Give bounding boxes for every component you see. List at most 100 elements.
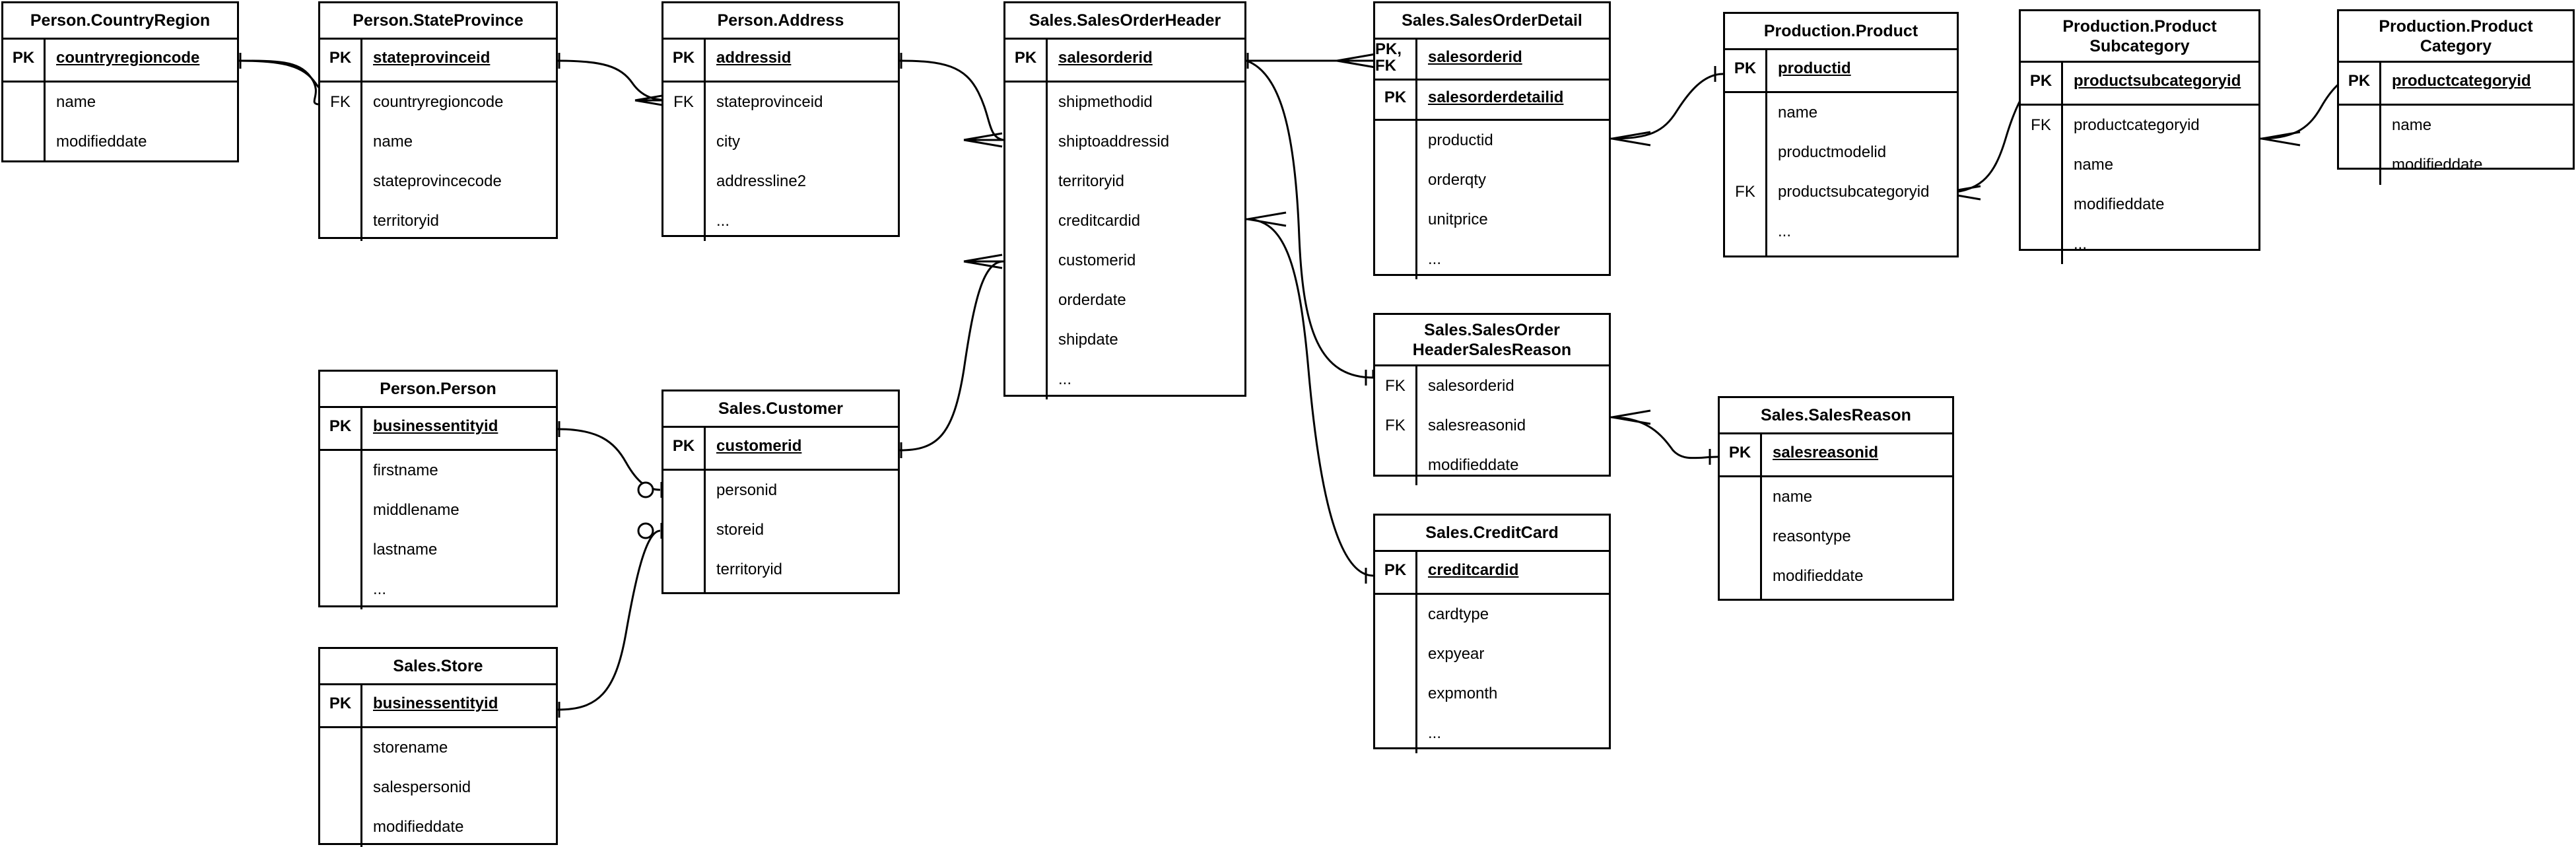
edge-salesorderdetail-product xyxy=(1610,66,1724,147)
key-label-pk: PK xyxy=(1384,561,1407,579)
field-row: name xyxy=(2392,116,2432,134)
entity-sales-salesreason[interactable]: Sales.SalesReason PK salesreasonid name … xyxy=(1718,396,1954,601)
key-label-pk: PK xyxy=(12,49,35,67)
key-column: PK xyxy=(663,428,706,469)
field-row: ... xyxy=(716,212,730,230)
entity-production-productcategory[interactable]: Production.Product Category PK productca… xyxy=(2337,9,2575,185)
field-primary-key: stateprovinceid xyxy=(373,49,491,67)
field-column: stateprovinceid xyxy=(362,40,556,81)
key-label-pk: PK xyxy=(672,49,695,67)
field-row: modifieddate xyxy=(2392,156,2483,174)
field-row: name xyxy=(373,133,413,151)
attribute-group: FK FK salesorderid salesreasonid modifie… xyxy=(1375,366,1609,485)
key-label-pk: PK xyxy=(329,695,352,712)
entity-sales-salesorderheadersalesreason[interactable]: Sales.SalesOrder HeaderSalesReason FK FK… xyxy=(1373,313,1611,485)
entity-title: Production.Product Category xyxy=(2339,11,2573,63)
entity-title: Person.CountryRegion xyxy=(3,3,237,40)
field-primary-key: salesreasonid xyxy=(1773,444,1879,461)
entity-production-product[interactable]: Production.Product PK productid FK name xyxy=(1723,12,1959,257)
key-group: PK, FK salesorderid xyxy=(1375,40,1609,81)
edge-person-customer xyxy=(557,421,663,498)
entity-body: PK addressid FK stateprovinceid city add… xyxy=(663,40,898,241)
key-column xyxy=(320,451,362,609)
entity-production-productsubcategory[interactable]: Production.Product Subcategory PK produc… xyxy=(2019,9,2260,264)
entity-title: Sales.SalesOrderDetail xyxy=(1375,3,1609,40)
field-column: name reasontype modifieddate xyxy=(1762,477,1952,599)
entity-sales-store[interactable]: Sales.Store PK businessentityid storenam… xyxy=(318,647,558,847)
key-group: PK businessentityid xyxy=(320,408,556,451)
key-group: PK salesorderdetailid xyxy=(1375,81,1609,121)
field-column: storename salespersonid modifieddate xyxy=(362,728,556,847)
key-column: PK xyxy=(1720,434,1762,475)
attribute-group: storename salespersonid modifieddate xyxy=(320,728,556,847)
field-row: addressline2 xyxy=(716,172,807,190)
entity-title: Sales.Customer xyxy=(663,391,898,428)
entity-person-person[interactable]: Person.Person PK businessentityid firstn… xyxy=(318,370,558,609)
field-row: name xyxy=(1778,104,1818,121)
field-primary-key: productid xyxy=(1778,59,1851,77)
entity-title: Person.StateProvince xyxy=(320,3,556,40)
key-group: PK creditcardid xyxy=(1375,552,1609,595)
field-row: territoryid xyxy=(373,212,440,230)
key-column xyxy=(3,83,46,162)
key-group: PK stateprovinceid xyxy=(320,40,556,83)
entity-title: Sales.SalesReason xyxy=(1720,398,1952,434)
field-primary-key: customerid xyxy=(716,437,802,455)
field-row: unitprice xyxy=(1428,211,1488,228)
field-row: expyear xyxy=(1428,645,1485,663)
entity-person-address[interactable]: Person.Address PK addressid FK stateprov… xyxy=(661,1,900,241)
key-group: PK businessentityid xyxy=(320,685,556,728)
field-row: ... xyxy=(373,580,387,598)
key-column: PK xyxy=(2021,63,2063,104)
field-row: modifieddate xyxy=(56,133,147,151)
entity-title: Production.Product Subcategory xyxy=(2021,11,2258,63)
field-row: productmodelid xyxy=(1778,143,1887,161)
field-row: ... xyxy=(1428,724,1442,742)
edge-salesorderheader-salesorderdetail xyxy=(1246,53,1376,69)
key-label-pk: PK xyxy=(329,49,352,67)
entity-body: PK businessentityid storename salesperso… xyxy=(320,685,556,847)
field-column: name modifieddate xyxy=(2381,106,2573,185)
field-primary-key: productcategoryid xyxy=(2392,72,2531,90)
entity-sales-salesorderdetail[interactable]: Sales.SalesOrderDetail PK, FK salesorder… xyxy=(1373,1,1611,279)
field-row: reasontype xyxy=(1773,527,1851,545)
key-column xyxy=(1720,477,1762,599)
entity-sales-customer[interactable]: Sales.Customer PK customerid personid st… xyxy=(661,390,900,594)
entity-body: PK creditcardid cardtype expyear expmont… xyxy=(1375,552,1609,753)
key-group: PK addressid xyxy=(663,40,898,83)
entity-title: Sales.Store xyxy=(320,649,556,685)
field-row: shiptoaddressid xyxy=(1058,133,1170,151)
key-column: PK, FK xyxy=(1375,40,1417,79)
field-row: cardtype xyxy=(1428,605,1489,623)
entity-person-stateprovince[interactable]: Person.StateProvince PK stateprovinceid … xyxy=(318,1,558,241)
entity-sales-creditcard[interactable]: Sales.CreditCard PK creditcardid cardtyp… xyxy=(1373,514,1611,753)
field-row: productsubcategoryid xyxy=(1778,183,1930,201)
field-column: stateprovinceid city addressline2 ... xyxy=(706,83,898,241)
edge-stateprovince-address xyxy=(557,53,675,108)
entity-sales-salesorderheader[interactable]: Sales.SalesOrderHeader PK salesorderid s… xyxy=(1003,1,1246,399)
field-primary-key: salesorderid xyxy=(1058,49,1153,67)
field-row: territoryid xyxy=(1058,172,1125,190)
entity-body: PK productid FK name productmodelid prod… xyxy=(1725,50,1957,255)
key-label-fk: FK xyxy=(1735,183,1755,201)
field-row: name xyxy=(2074,156,2114,174)
field-row: productcategoryid xyxy=(2074,116,2200,134)
key-label-pk: PK xyxy=(329,417,352,435)
field-row: stateprovinceid xyxy=(716,93,823,111)
attribute-group: firstname middlename lastname ... xyxy=(320,451,556,609)
key-column: FK FK xyxy=(1375,366,1417,485)
field-column: salesorderid xyxy=(1417,40,1609,79)
field-column: businessentityid xyxy=(362,685,556,726)
field-column: customerid xyxy=(706,428,898,469)
field-column: salesorderdetailid xyxy=(1417,81,1609,119)
field-row: shipmethodid xyxy=(1058,93,1153,111)
entity-title: Sales.SalesOrder HeaderSalesReason xyxy=(1375,315,1609,366)
field-row: firstname xyxy=(373,461,438,479)
attribute-group: FK stateprovinceid city addressline2 ... xyxy=(663,83,898,241)
key-column: PK xyxy=(2339,63,2381,104)
field-row: storename xyxy=(373,739,448,757)
field-column: productcategoryid xyxy=(2381,63,2573,104)
key-group: PK countryregioncode xyxy=(3,40,237,83)
entity-person-countryregion[interactable]: Person.CountryRegion PK countryregioncod… xyxy=(1,1,239,162)
